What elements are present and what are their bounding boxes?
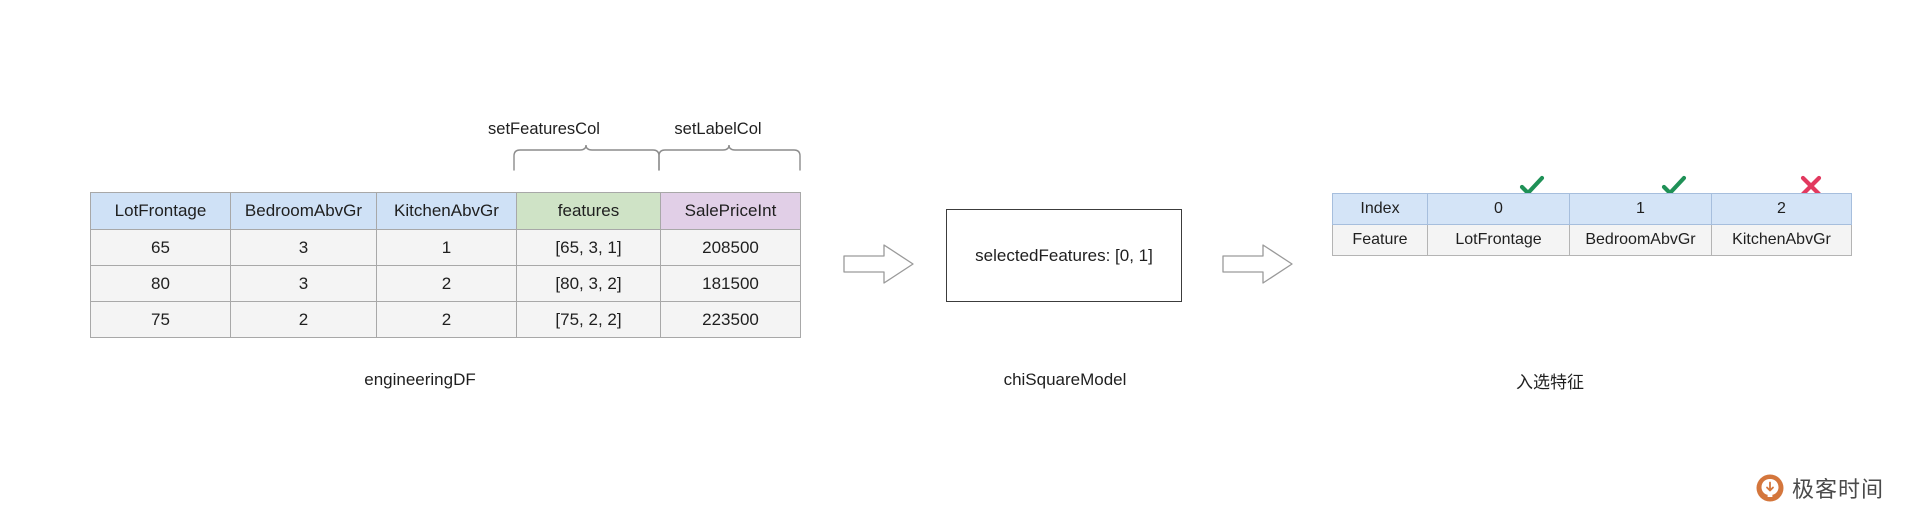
selected-features-text: selectedFeatures: [0, 1] xyxy=(975,245,1153,265)
caption-selected-features: 入选特征 xyxy=(1516,373,1584,392)
index-value-0: 0 xyxy=(1427,193,1570,225)
cell: 3 xyxy=(230,229,377,266)
table-row: 80 3 2 [80, 3, 2] 181500 xyxy=(90,265,801,302)
column-header-features: features xyxy=(516,192,661,230)
caption-engineering-df: engineeringDF xyxy=(364,370,476,389)
column-header-kitchenabvgr: KitchenAbvGr xyxy=(376,192,517,230)
cell: 223500 xyxy=(660,301,801,338)
table-row: 75 2 2 [75, 2, 2] 223500 xyxy=(90,301,801,338)
watermark-text: 极客时间 xyxy=(1792,477,1885,502)
engineering-df-table: LotFrontage BedroomAbvGr KitchenAbvGr fe… xyxy=(90,192,801,338)
annotation-set-label-col: setLabelCol xyxy=(674,120,762,138)
column-header-bedroomabvgr: BedroomAbvGr xyxy=(230,192,377,230)
cell: 2 xyxy=(376,265,517,302)
arrow-right-icon xyxy=(1222,244,1293,284)
cell: 75 xyxy=(90,301,231,338)
brace-features-icon xyxy=(513,144,660,171)
cell: [65, 3, 1] xyxy=(516,229,661,266)
cell: 1 xyxy=(376,229,517,266)
cell: [80, 3, 2] xyxy=(516,265,661,302)
feature-value-2: KitchenAbvGr xyxy=(1711,224,1852,256)
selected-features-table: Index 0 1 2 Feature LotFrontage BedroomA… xyxy=(1332,193,1852,256)
index-value-1: 1 xyxy=(1569,193,1712,225)
arrow-right-icon xyxy=(843,244,914,284)
watermark: 极客时间 xyxy=(1755,472,1884,504)
cross-icon xyxy=(1800,175,1822,197)
cell: 80 xyxy=(90,265,231,302)
cell: 2 xyxy=(376,301,517,338)
feature-value-0: LotFrontage xyxy=(1427,224,1570,256)
column-header-salepriceint: SalePriceInt xyxy=(660,192,801,230)
cell: 65 xyxy=(90,229,231,266)
cell: [75, 2, 2] xyxy=(516,301,661,338)
index-value-2: 2 xyxy=(1711,193,1852,225)
caption-chi-square-model: chiSquareModel xyxy=(1003,370,1127,389)
annotation-set-features-col: setFeaturesCol xyxy=(488,120,600,138)
cell: 181500 xyxy=(660,265,801,302)
cell: 3 xyxy=(230,265,377,302)
table-header-row: LotFrontage BedroomAbvGr KitchenAbvGr fe… xyxy=(90,192,801,230)
row-label-feature: Feature xyxy=(1332,224,1428,256)
row-label-index: Index xyxy=(1332,193,1428,225)
geektime-logo-icon xyxy=(1756,474,1784,502)
feature-value-1: BedroomAbvGr xyxy=(1569,224,1712,256)
column-header-lotfrontage: LotFrontage xyxy=(90,192,231,230)
table-row: 65 3 1 [65, 3, 1] 208500 xyxy=(90,229,801,266)
brace-label-icon xyxy=(658,144,801,171)
cell: 2 xyxy=(230,301,377,338)
cell: 208500 xyxy=(660,229,801,266)
chi-square-model-box: selectedFeatures: [0, 1] xyxy=(946,209,1182,302)
table-row-index: Index 0 1 2 xyxy=(1332,193,1852,225)
table-row-feature: Feature LotFrontage BedroomAbvGr Kitchen… xyxy=(1332,224,1852,256)
